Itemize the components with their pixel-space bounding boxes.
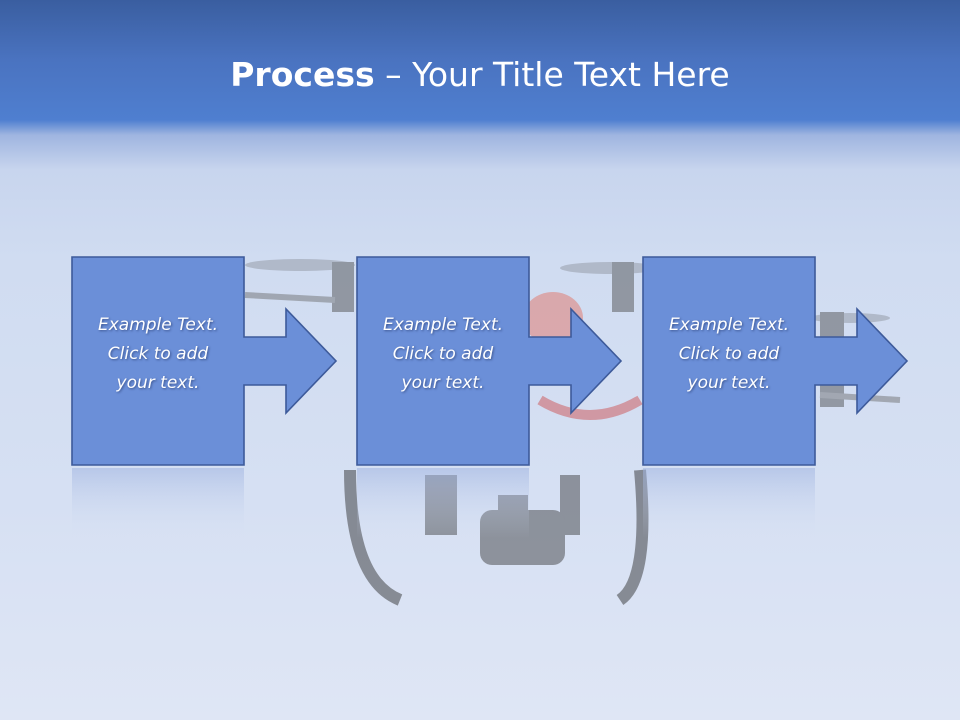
title-bold: Process bbox=[230, 55, 375, 94]
step-2-text[interactable]: Example Text. Click to add your text. bbox=[382, 315, 504, 393]
step-1-shape[interactable] bbox=[71, 256, 338, 466]
step-1-text[interactable]: Example Text. Click to add your text. bbox=[97, 315, 219, 393]
step-3-text[interactable]: Example Text. Click to add your text. bbox=[668, 315, 790, 393]
slide-title[interactable]: Process – Your Title Text Here bbox=[0, 52, 960, 98]
step-2-shape[interactable] bbox=[356, 256, 623, 466]
title-rest: – Your Title Text Here bbox=[374, 55, 730, 94]
step-3-shape[interactable] bbox=[642, 256, 909, 466]
